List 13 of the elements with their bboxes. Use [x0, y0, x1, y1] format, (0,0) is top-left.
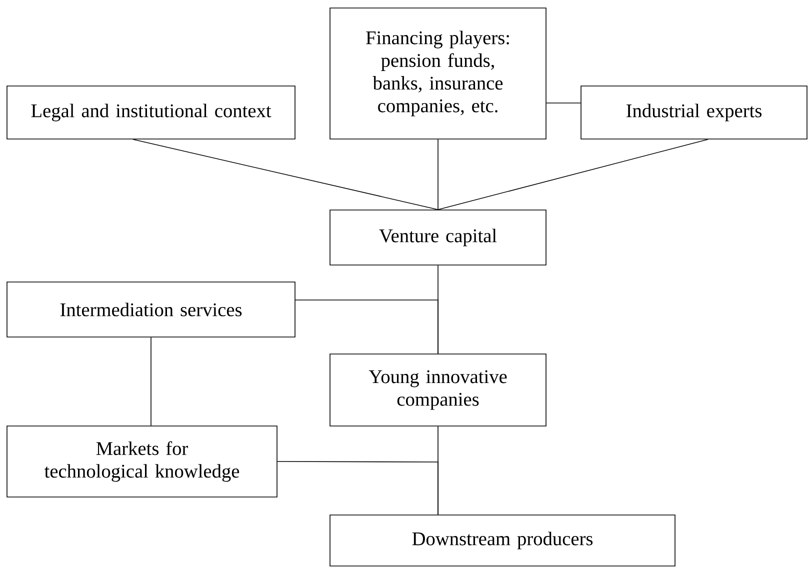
connector-line: [295, 300, 438, 354]
process-box: Downstream producers: [330, 514, 676, 566]
process-box: Venture capital: [330, 210, 546, 266]
process-box: Financing players: pension funds, banks, insurance companies, etc.: [330, 8, 546, 140]
connector-line: [150, 337, 152, 426]
process-box: Intermediation services: [6, 282, 296, 338]
connector-line: [546, 102, 581, 104]
connector-line: [132, 139, 438, 210]
process-box: Industrial experts: [580, 86, 808, 140]
process-box: Markets for technological knowledge: [6, 426, 278, 498]
connector-line: [438, 139, 708, 210]
process-box: Young innovative companies: [330, 354, 546, 426]
process-box: Legal and institutional context: [6, 86, 296, 140]
